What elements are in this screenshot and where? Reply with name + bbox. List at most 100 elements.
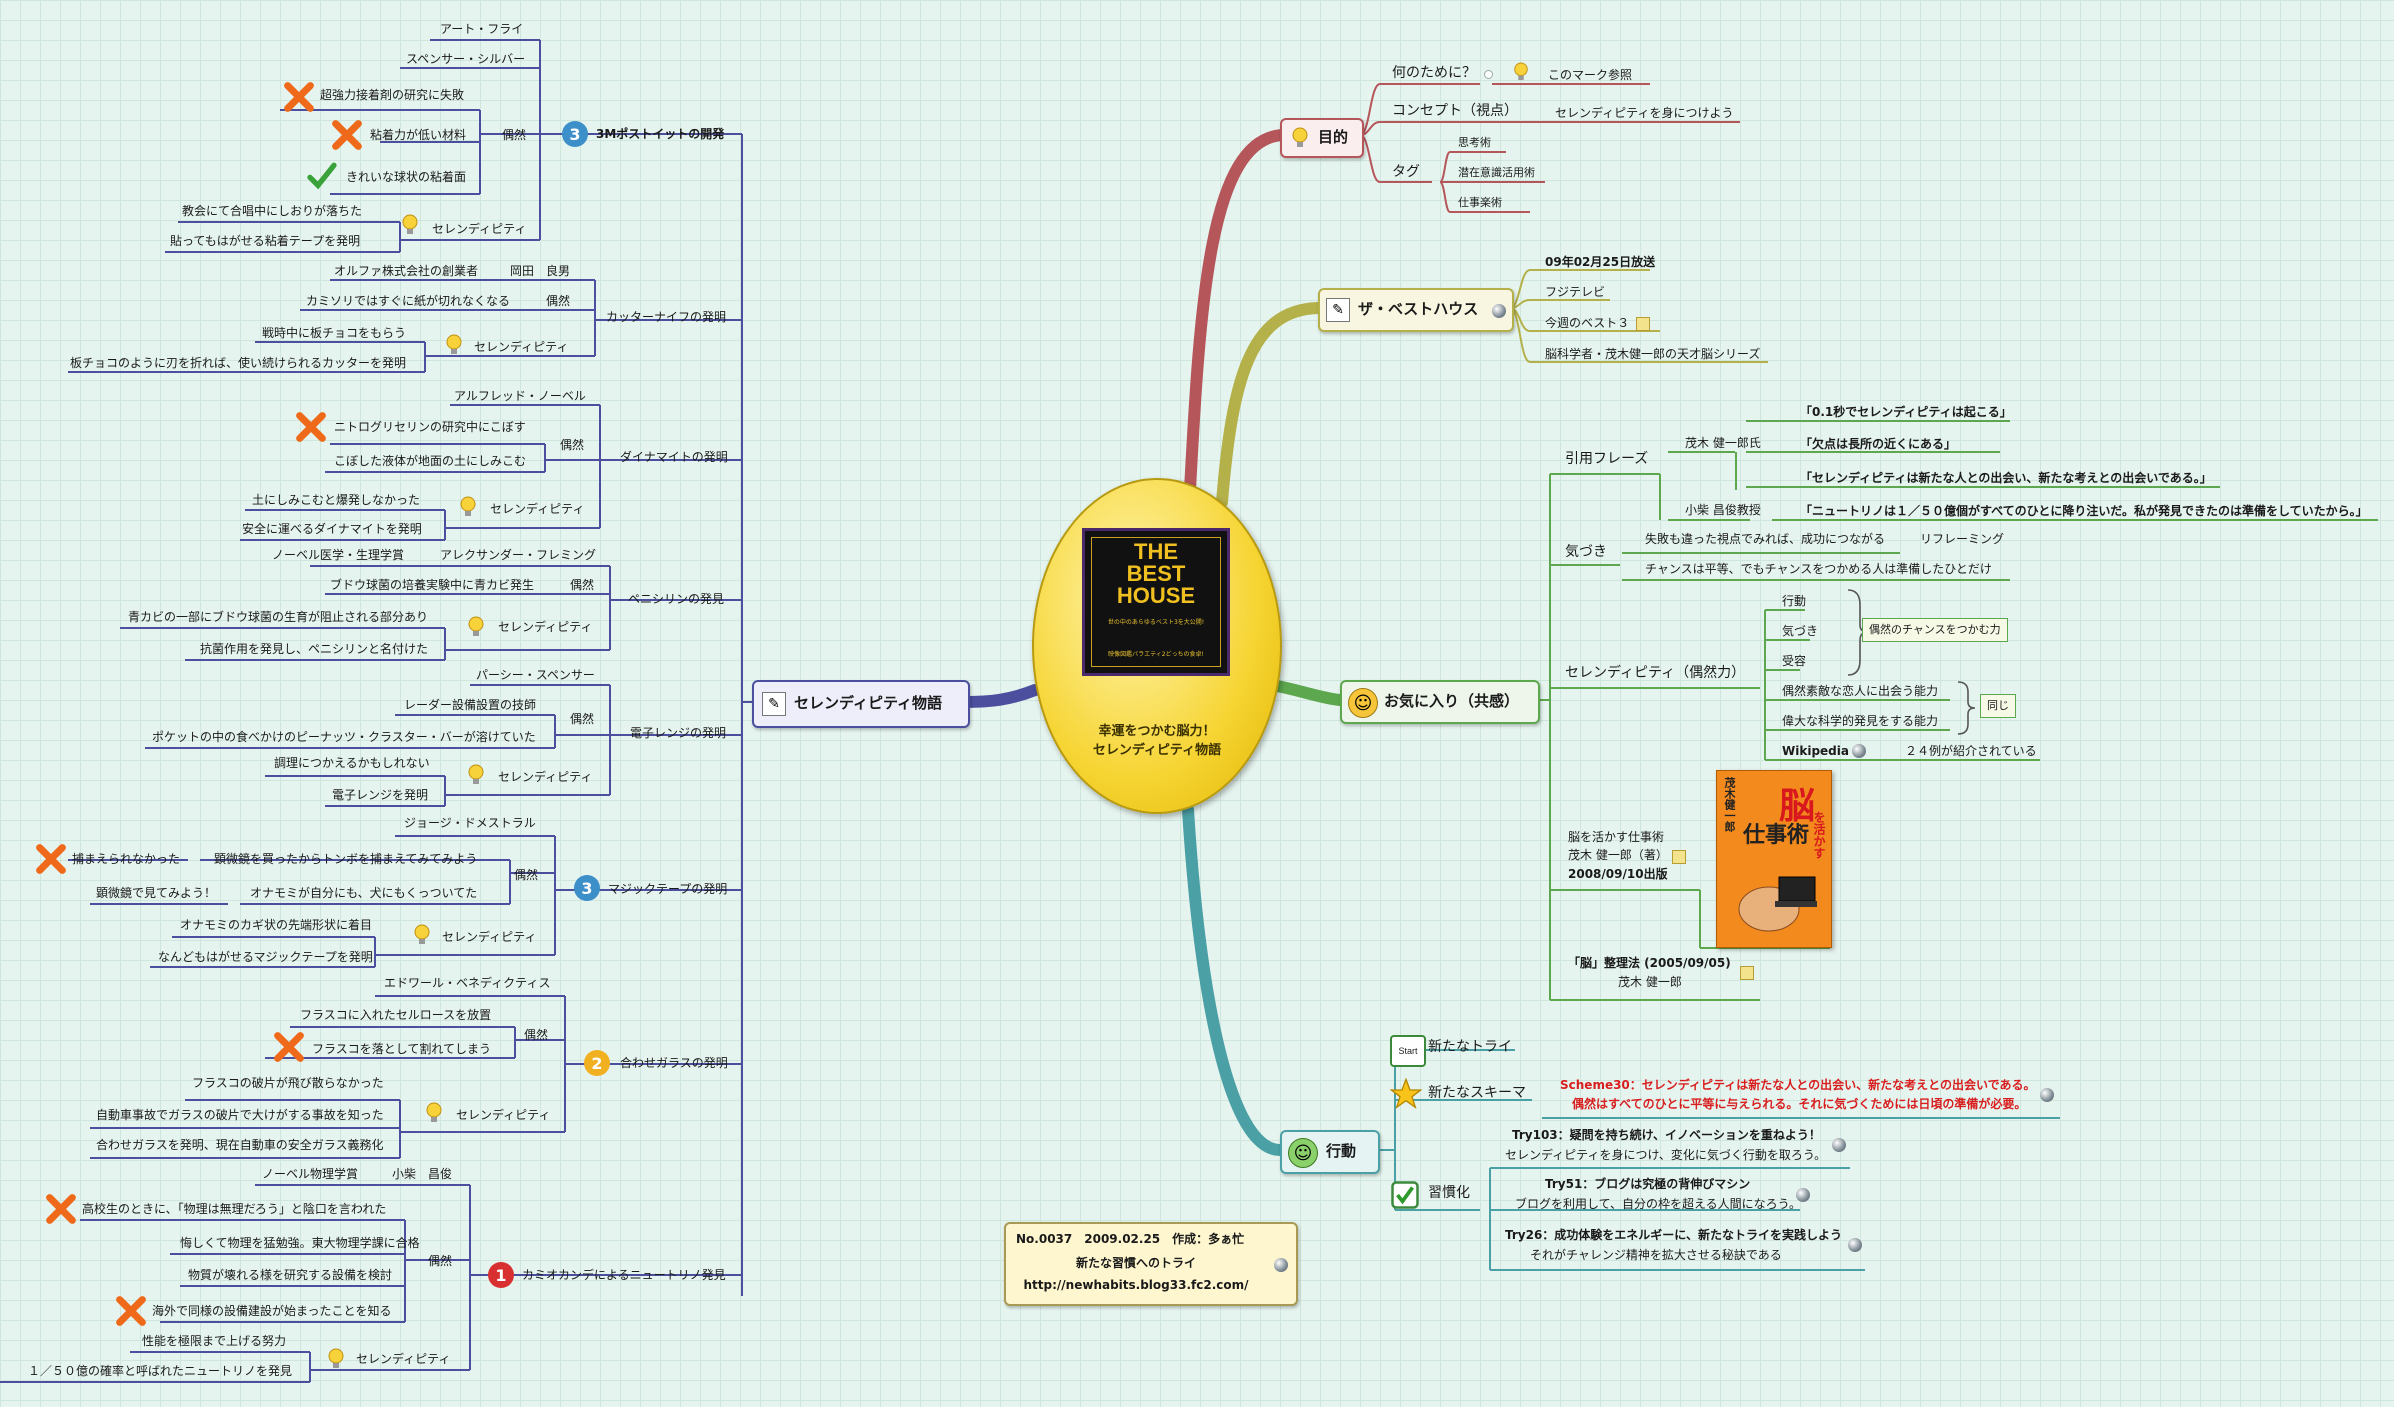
ser-item-4[interactable]: 偶然素敵な恋人に出会う能力 [1782,684,1939,698]
try103-b[interactable]: セレンディピティを身につけ、変化に気づく行動を取ろう。 [1505,1148,1827,1162]
quotes-label[interactable]: 引用フレーズ [1565,451,1649,467]
mogi-quote-1[interactable]: 「0.1秒でセレンディピティは起こる」 [1800,405,2012,419]
glass-ser-1[interactable]: フラスコの破片が飛び散らなかった [192,1076,384,1090]
scheme-1[interactable]: Scheme30：セレンディピティは新たな人との出会い、新たな考えとの出会いであ… [1560,1078,2036,1092]
mogi-quote-2[interactable]: 「欠点は長所の近くにある」 [1800,437,1957,451]
penicillin-prize[interactable]: ノーベル医学・生理学賞 [272,548,405,562]
cutter-ser-2[interactable]: 板チョコのように刃を折れば、使い続けられるカッターを発明 [70,356,407,370]
ser-item-5[interactable]: 偉大な科学的発見をする能力 [1782,714,1939,728]
dynamite-chance-1[interactable]: ニトログリセリンの研究中にこぼす [334,420,526,434]
dynamite-person[interactable]: アルフレッド・ノーベル [454,389,586,403]
book1-line-3[interactable]: 2008/09/10出版 [1568,867,1668,881]
glass-ser-3[interactable]: 合わせガラスを発明、現在自動車の安全ガラス義務化 [96,1138,384,1152]
note-icon[interactable] [1672,850,1686,864]
awareness-label[interactable]: 気づき [1565,544,1607,560]
velcro-chance[interactable]: 偶然 [514,868,539,882]
postit-chance-3[interactable]: きれいな球状の粘着面 [346,170,467,184]
mogi-quote-3[interactable]: 「セレンディピティは新たな人との出会い、新たな考えとの出会いである。」 [1800,471,2212,485]
note-icon[interactable] [1636,317,1650,331]
glass-ser-2[interactable]: 自動車事故でガラスの破片で大けがする事故を知った [96,1108,384,1122]
globe-icon[interactable] [2040,1088,2054,1102]
microwave-ser-1[interactable]: 調理につかえるかもしれない [274,756,430,770]
note-icon[interactable] [1740,966,1754,980]
cutter-label[interactable]: カッターナイフの発明 [606,310,727,324]
velcro-label[interactable]: マジックテープの発明 [608,882,728,896]
ser-item-1[interactable]: 行動 [1782,594,1807,608]
book1-line-1[interactable]: 脳を活かす仕事術 [1568,830,1665,844]
purpose-concept-value[interactable]: セレンディピティを身につけよう [1555,106,1734,120]
postit-chance-1[interactable]: 超強力接着剤の研究に失敗 [320,88,465,102]
koshiba-quote[interactable]: 「ニュートリノは１／５０億個がすべてのひとに降り注いだ。私が発見できたのは準備を… [1800,504,2368,518]
neutrino-chance-2[interactable]: 悔しくて物理を猛勉強。東大物理学課に合格 [180,1236,420,1250]
neutrino-chance-1[interactable]: 高校生のときに、「物理は無理だろう」と陰口を言われた [82,1202,387,1216]
neutrino-prize[interactable]: ノーベル物理学賞 [262,1167,359,1181]
ser-chance-label[interactable]: 偶然のチャンスをつかむ力 [1862,618,2008,642]
dynamite-ser-1[interactable]: 土にしみこむと爆発しなかった [252,493,421,507]
dynamite-ser-2[interactable]: 安全に運べるダイナマイトを発明 [242,522,422,536]
velcro-ser[interactable]: セレンディピティ [442,930,537,944]
try26-a[interactable]: Try26：成功体験をエネルギーに、新たなトライを実践しよう [1505,1228,1842,1242]
dynamite-chance-2[interactable]: こぼした液体が地面の土にしみこむ [334,454,527,468]
cutter-founder[interactable]: オルファ株式会社の創業者 [334,264,479,278]
info-line-3[interactable]: http://newhabits.blog33.fc2.com/ [1023,1278,1249,1292]
awareness-1[interactable]: 失敗も違った視点でみれば、成功につながる [1645,532,1886,546]
wiki-value[interactable]: ２４例が紹介されている [1905,744,2037,758]
glass-person[interactable]: エドワール・ベネディクティス [384,976,551,990]
penicillin-label[interactable]: ペニシリンの発見 [628,592,725,606]
awareness-1b[interactable]: リフレーミング [1920,532,2005,546]
topic-besthouse[interactable]: ✎ ザ・ベストハウス [1318,288,1514,332]
book2-line-2[interactable]: 茂木 健一郎 [1618,975,1682,989]
neutrino-ser-2[interactable]: １／５０億の確率と呼ばれたニュートリノを発見 [28,1364,293,1378]
glass-chance[interactable]: 偶然 [524,1028,549,1042]
ser-item-3[interactable]: 受容 [1782,654,1807,668]
postit-ser-1[interactable]: 教会にて合唱中にしおりが落ちた [182,204,363,218]
globe-icon[interactable] [1832,1138,1846,1152]
neutrino-chance[interactable]: 偶然 [428,1254,453,1268]
cutter-ser[interactable]: セレンディピティ [474,340,569,354]
velcro-person[interactable]: ジョージ・ドメストラル [404,816,536,830]
microwave-ser-2[interactable]: 電子レンジを発明 [332,788,429,802]
cutter-founder-name[interactable]: 岡田 良男 [510,264,571,278]
microwave-chance-2[interactable]: ポケットの中の食べかけのピーナッツ・クラスター・バーが溶けていた [152,730,536,744]
purpose-tag[interactable]: タグ [1392,164,1420,180]
velcro-chance-b-pre[interactable]: 顕微鏡で見てみよう！ [96,886,217,900]
action-scheme-label[interactable]: 新たなスキーマ [1428,1085,1526,1101]
topic-favorite[interactable]: ☺ お気に入り（共感） [1340,680,1540,724]
cutter-ser-1[interactable]: 戦時中に板チョコをもらう [262,326,407,340]
dynamite-chance[interactable]: 偶然 [560,438,585,452]
book2-line-1[interactable]: 「脳」整理法 (2005/09/05) [1568,956,1731,970]
tag-2[interactable]: 潜在意識活用術 [1458,166,1535,179]
try26-b[interactable]: それがチャレンジ精神を拡大させる秘訣である [1530,1248,1782,1262]
cutter-chance-1[interactable]: カミソリではすぐに紙が切れなくなる [306,294,511,308]
globe-icon[interactable] [1274,1258,1288,1272]
awareness-2[interactable]: チャンスは平等、でもチャンスをつかめる人は準備したひとだけ [1645,562,1992,576]
postit-ser[interactable]: セレンディピティ [432,222,527,236]
cutter-chance[interactable]: 偶然 [546,294,571,308]
ser-same-label[interactable]: 同じ [1980,694,2016,718]
center-topic[interactable]: THE BEST HOUSE 世の中のあらゆるベスト3を大公開! 映像図鑑バラエ… [1032,478,1282,814]
dynamite-label[interactable]: ダイナマイトの発明 [620,450,728,464]
info-box[interactable]: No.0037 2009.02.25 作成：多ぁ忙 新たな習慣へのトライ htt… [1004,1222,1298,1306]
neutrino-person[interactable]: 小柴 昌俊 [392,1167,453,1181]
besthouse-item-1[interactable]: 09年02月25日放送 [1545,255,1656,269]
velcro-ser-2[interactable]: なんどもはがせるマジックテープを発明 [158,950,373,964]
neutrino-chance-4[interactable]: 海外で同様の設備建設が始まったことを知る [152,1304,392,1318]
besthouse-item-3[interactable]: 今週のベスト３ [1545,316,1630,330]
glass-chance-2[interactable]: フラスコを落として割れてしまう [312,1042,492,1056]
try51-b[interactable]: ブログを利用して、自分の枠を超える人間になろう。 [1515,1197,1801,1211]
besthouse-item-4[interactable]: 脳科学者・茂木健一郎の天才脳シリーズ [1545,347,1761,361]
dynamite-ser[interactable]: セレンディピティ [490,502,585,516]
topic-purpose[interactable]: 目的 [1280,118,1364,158]
glass-chance-1[interactable]: フラスコに入れたセルロースを放置 [300,1008,492,1022]
neutrino-label[interactable]: カミオカンデによるニュートリノ発見 [522,1268,726,1282]
postit-person-1[interactable]: アート・フライ [440,22,524,36]
wiki-label[interactable]: Wikipedia [1782,744,1849,758]
postit-chance-2[interactable]: 粘着力が低い材料 [370,128,467,142]
velcro-chance-a[interactable]: 顕微鏡を買ったからトンボを捕まえてみてみよう [214,852,478,866]
ser-item-2[interactable]: 気づき [1782,624,1819,638]
penicillin-person[interactable]: アレクサンダー・フレミング [440,548,597,562]
besthouse-item-2[interactable]: フジテレビ [1545,285,1606,299]
microwave-chance[interactable]: 偶然 [570,712,595,726]
postit-label[interactable]: 3Mポストイットの開発 [596,127,725,141]
penicillin-ser-2[interactable]: 抗菌作用を発見し、ペニシリンと名付けた [200,642,429,656]
